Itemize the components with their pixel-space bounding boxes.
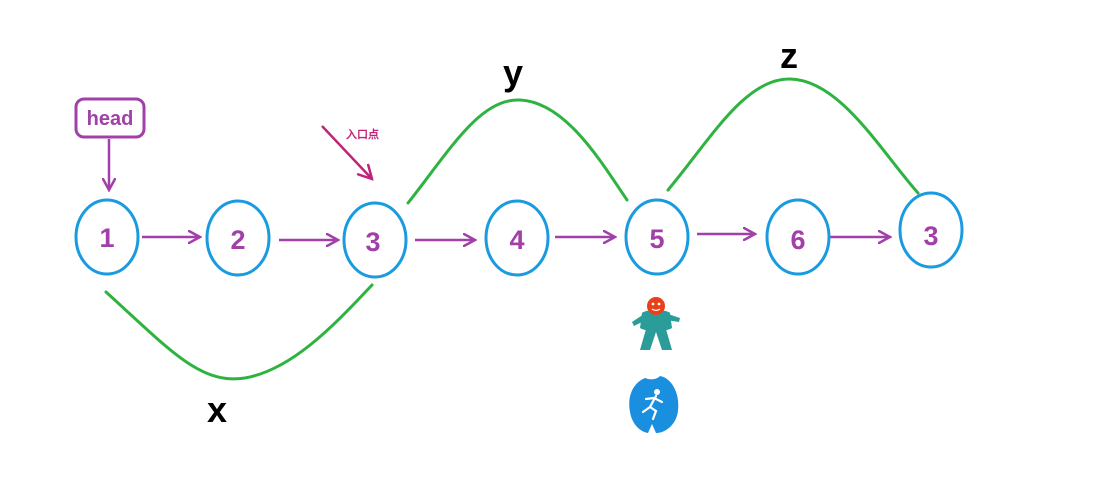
slow-pointer-person-icon — [632, 297, 680, 350]
list-node-2: 2 — [205, 199, 271, 277]
list-node-1: 1 — [74, 198, 140, 276]
curve-x — [104, 283, 374, 381]
head-box — [74, 97, 146, 139]
node-label-2: 2 — [230, 225, 245, 255]
node-label-4: 4 — [509, 225, 524, 255]
list-node-3: 3 — [342, 201, 408, 279]
list-node-4: 4 — [484, 199, 550, 277]
fast-pointer-runner-icon — [629, 376, 679, 433]
node-label-3-repeat: 3 — [923, 221, 938, 251]
head-label: head — [87, 108, 134, 130]
node-label-1: 1 — [99, 223, 114, 253]
curve-label-x: x — [207, 389, 227, 430]
node-label-5: 5 — [649, 224, 664, 254]
curve-z — [666, 77, 920, 195]
list-node-3-repeat: 3 — [898, 191, 964, 269]
node-label-6: 6 — [790, 225, 805, 255]
curve-label-z: z — [780, 35, 798, 76]
list-node-5: 5 — [624, 198, 690, 276]
list-node-6: 6 — [765, 198, 831, 276]
node-label-3: 3 — [365, 227, 380, 257]
entry-point-arrow — [321, 125, 372, 179]
entry-point-label: 入口点 — [346, 127, 379, 141]
curve-label-y: y — [503, 52, 523, 93]
curve-y — [406, 98, 629, 205]
